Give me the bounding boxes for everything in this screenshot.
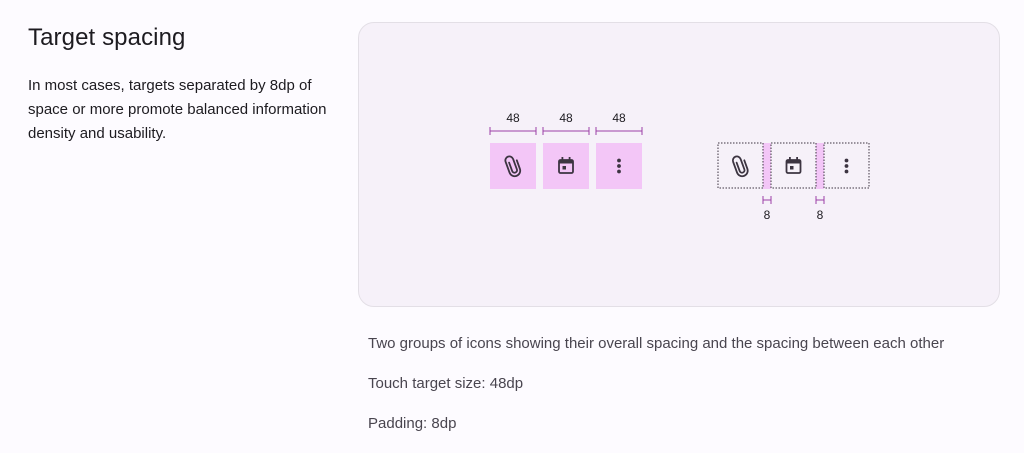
gap-marker <box>815 196 825 204</box>
width-marker <box>595 127 643 135</box>
target-group-sized: 48 48 48 <box>489 111 643 189</box>
section-intro: Target spacing In most cases, targets se… <box>28 24 348 146</box>
width-label: 48 <box>506 111 520 125</box>
padding-area <box>816 143 824 189</box>
section-description: In most cases, targets separated by 8dp … <box>28 77 327 142</box>
more-vert-icon <box>844 158 849 174</box>
figure-card: 48 48 48 8 <box>358 22 1000 307</box>
section-title: Target spacing <box>28 24 186 51</box>
target-group-padded: 8 8 <box>717 142 870 222</box>
padding-area <box>763 143 771 189</box>
touch-target-outline <box>770 142 817 189</box>
figure-alt-caption: Two groups of icons showing their overal… <box>368 335 945 352</box>
target-size-caption: Touch target size: 48dp <box>368 375 524 392</box>
touch-target-outline <box>823 142 870 189</box>
touch-target <box>490 143 536 189</box>
paperclip-icon <box>730 153 751 179</box>
more-vert-icon <box>616 158 622 174</box>
touch-target-outline <box>717 142 764 189</box>
gap-marker <box>762 196 772 204</box>
width-marker <box>542 127 590 135</box>
gap-label: 8 <box>817 208 824 222</box>
spacing-diagram: 48 48 48 8 <box>489 111 870 222</box>
width-label: 48 <box>559 111 573 125</box>
padding-caption: Padding: 8dp <box>368 415 457 432</box>
calendar-icon <box>785 156 802 174</box>
width-label: 48 <box>612 111 626 125</box>
width-marker <box>489 127 537 135</box>
gap-label: 8 <box>764 208 771 222</box>
